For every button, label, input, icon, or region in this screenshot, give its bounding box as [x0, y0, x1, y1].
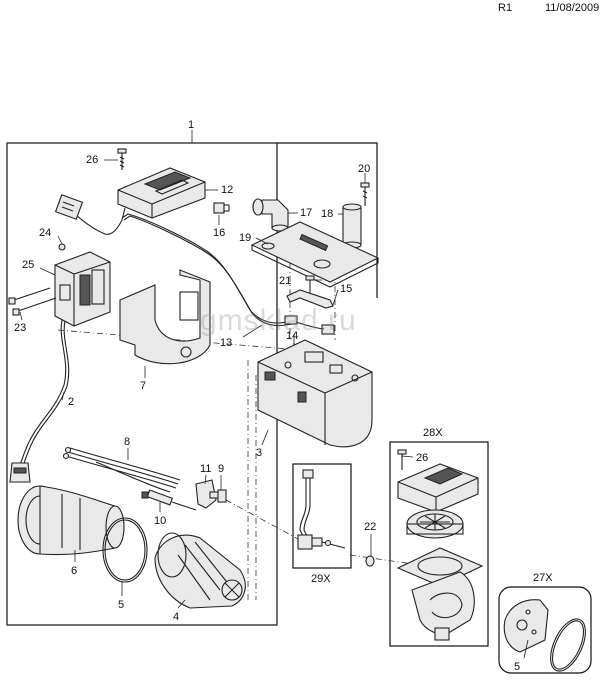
screw-part-26 [117, 148, 127, 170]
label-part-22: 22 [364, 521, 376, 533]
label-part-11: 11 [200, 463, 211, 475]
label-part-4: 4 [173, 611, 179, 623]
label-part-16: 16 [213, 227, 225, 239]
label-part-26-main: 26 [86, 154, 98, 166]
gasket-part-5b [550, 618, 586, 672]
date-label: 11/08/2009 [545, 2, 600, 14]
label-part-21: 21 [279, 275, 291, 287]
label-assembly-28x: 28X [423, 427, 443, 439]
cable-harness-part-13 [54, 194, 335, 335]
cover-part-7 [119, 269, 211, 365]
elbow-fitting-part-17 [252, 198, 289, 232]
control-unit-part-12 [117, 167, 206, 219]
glow-plug-part-10 [141, 489, 197, 511]
heat-exchanger-part-4 [154, 532, 246, 609]
callout-labels: 1 28X 29X 27X 26 12 16 17 20 18 19 21 15… [14, 119, 553, 673]
label-part-2: 2 [68, 396, 74, 408]
kit-28x-fan-housing [396, 547, 484, 641]
label-part-5-kit: 5 [514, 661, 520, 673]
wires-part-8 [62, 446, 181, 493]
sensor-cable-part-2 [9, 319, 70, 483]
label-part-24: 24 [39, 227, 51, 239]
plate-part-19 [250, 221, 380, 288]
label-part-13: 13 [220, 337, 232, 349]
screw-part-20 [360, 182, 370, 206]
bracket-part-15 [286, 289, 334, 309]
label-part-25: 25 [22, 259, 34, 271]
label-part-5-main: 5 [118, 599, 124, 611]
connector-part-16 [213, 202, 230, 214]
kit-28x-screw-26 [397, 449, 407, 470]
label-part-18: 18 [321, 208, 333, 220]
label-part-19: 19 [239, 232, 251, 244]
label-part-10: 10 [154, 515, 166, 527]
sleeve-part-18 [342, 203, 362, 249]
label-part-23: 23 [14, 322, 26, 334]
kit-27x-plate [503, 599, 549, 653]
label-part-9: 9 [218, 463, 224, 475]
screw-part-24 [58, 243, 66, 251]
revision-label: R1 [498, 2, 513, 14]
washer-part-22 [365, 555, 375, 567]
label-part-7: 7 [140, 380, 146, 392]
label-part-12: 12 [221, 184, 233, 196]
kit-28x-fan-wheel [406, 509, 464, 539]
label-part-14: 14 [286, 330, 298, 342]
label-assembly-1: 1 [188, 119, 194, 131]
kit-29x-frame [292, 463, 352, 569]
housing-part-3 [257, 339, 373, 448]
kit-27x-frame [498, 586, 592, 674]
kit-29x-fuel-pipe [297, 469, 346, 550]
flame-sensor-part-11 [195, 479, 221, 509]
label-part-17: 17 [300, 207, 312, 219]
watermark: gmsklad.ru [200, 304, 357, 337]
label-part-3: 3 [256, 447, 262, 459]
label-part-26-kit: 26 [416, 452, 428, 464]
label-part-15: 15 [340, 283, 352, 295]
label-part-20: 20 [358, 163, 370, 175]
label-assembly-29x: 29X [311, 573, 331, 585]
bolts-part-23 [8, 287, 57, 316]
gasket-part-5a [102, 517, 148, 583]
label-assembly-27x: 27X [533, 572, 553, 584]
kit-28x-control-unit [397, 463, 479, 513]
relay-box-part-25 [54, 251, 111, 327]
kit-28x-frame [389, 441, 489, 647]
label-part-6: 6 [71, 565, 77, 577]
label-part-8: 8 [124, 436, 130, 448]
nut-part-9 [217, 489, 227, 503]
leader-lines [19, 159, 529, 659]
burner-tube-part-6 [17, 485, 125, 556]
